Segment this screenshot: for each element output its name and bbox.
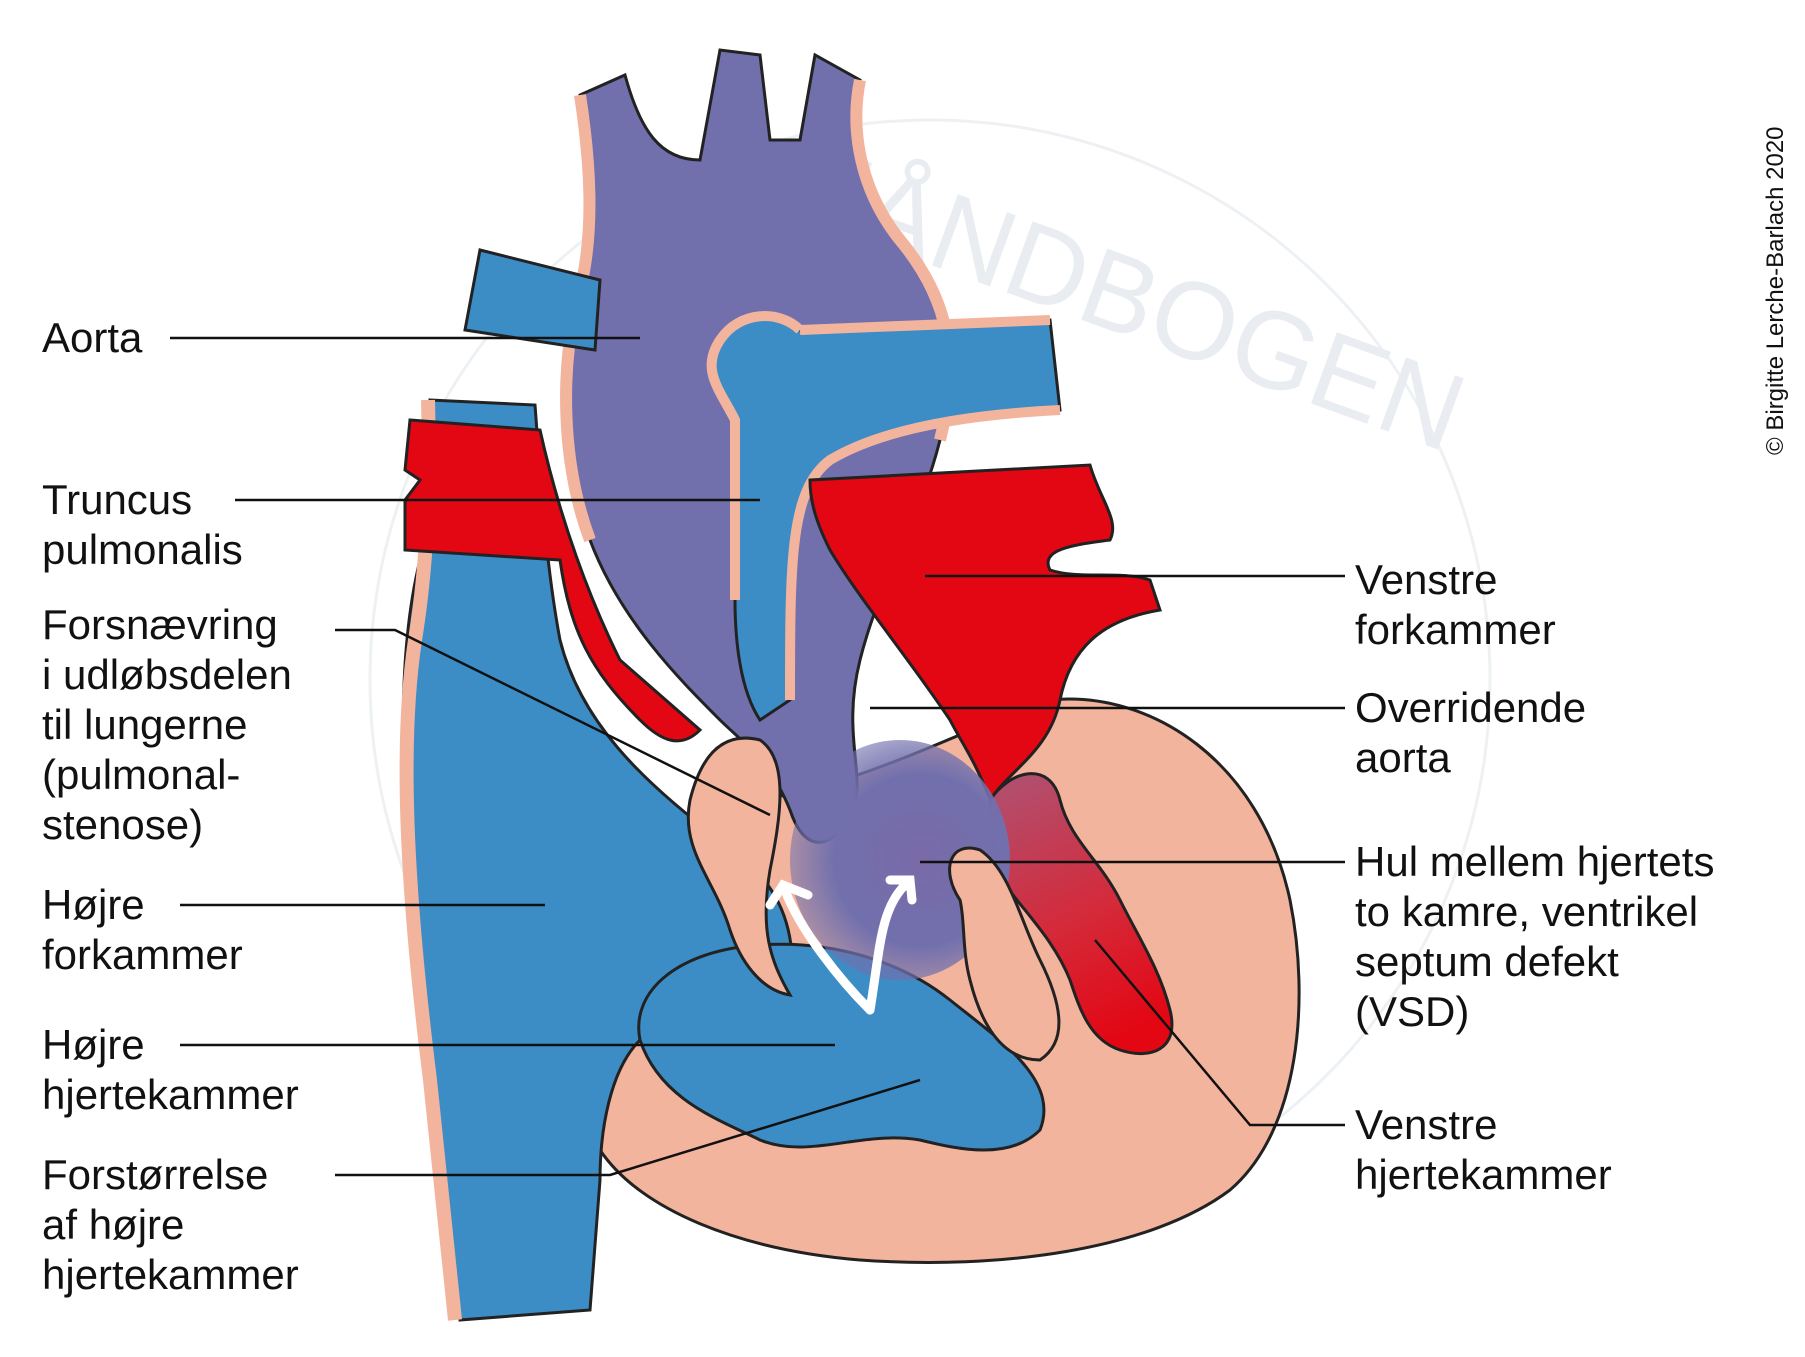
arrow-to-pulmonary (780, 885, 875, 1015)
stenosis-tissue (686, 736, 793, 998)
septum-shape (948, 846, 1061, 1062)
flow-arrows (765, 875, 917, 1015)
pulmonary-trunk-inner-wall (706, 311, 804, 600)
label-right-ventricle: Højre hjertekammer (42, 1021, 299, 1118)
label-vsd: Hul mellem hjertets to kamre, ventrikel … (1355, 838, 1715, 1035)
left-atrium-shape (808, 463, 1162, 804)
label-right-ventricle-enlargement: Forstørrelse af højre hjertekammer (42, 1151, 299, 1298)
label-left-ventricle: Venstre hjertekammer (1355, 1101, 1612, 1198)
label-truncus-pulmonalis: Truncus pulmonalis (42, 476, 243, 573)
label-overriding-aorta: Overridende aorta (1355, 684, 1587, 781)
arrowhead-right (885, 875, 917, 905)
pulmonary-trunk-wall (785, 315, 1061, 701)
label-aorta: Aorta (42, 314, 143, 361)
label-right-atrium: Højre forkammer (42, 881, 243, 978)
label-pulmonary-stenosis: Forsnævring i udløbsdelen til lungerne (… (42, 601, 292, 848)
leader-lines (170, 336, 1345, 1177)
pulmonary-branch-left (463, 248, 602, 352)
arrowhead-left (765, 879, 813, 910)
label-left-atrium: Venstre forkammer (1355, 556, 1556, 653)
copyright-credit: © Birgitte Lerche-Barlach 2020 (1762, 126, 1789, 455)
arrow-to-aorta (865, 880, 910, 1015)
vsd-blend (790, 740, 1010, 980)
left-ventricle-shape (988, 772, 1174, 1056)
